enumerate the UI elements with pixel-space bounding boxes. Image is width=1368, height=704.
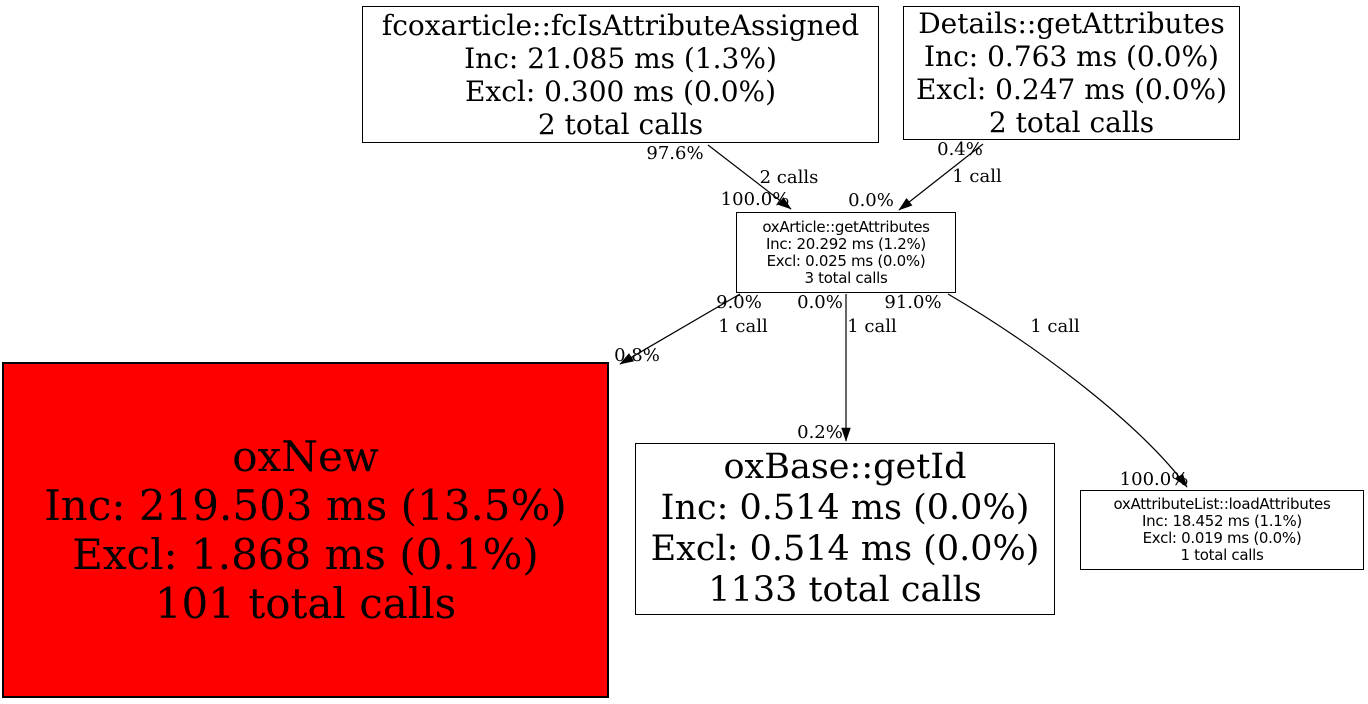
node-details-getattributes: Details::getAttributes Inc: 0.763 ms (0.… <box>903 6 1240 140</box>
edge-details-to-getattributes <box>898 143 984 211</box>
edge2-target-pct: 0.8% <box>614 345 660 366</box>
node-oxbase-getid: oxBase::getId Inc: 0.514 ms (0.0%) Excl:… <box>635 443 1055 615</box>
node-oxnew: oxNew Inc: 219.503 ms (13.5%) Excl: 1.86… <box>2 362 609 698</box>
edge1-calls: 1 call <box>952 166 1002 187</box>
node-oxarticle-getattributes: oxArticle::getAttributes Inc: 20.292 ms … <box>736 212 956 293</box>
node-inclusive: Inc: 0.514 ms (0.0%) <box>660 488 1030 528</box>
edge2-source-pct: 9.0% <box>716 292 762 313</box>
node-exclusive: Excl: 0.019 ms (0.0%) <box>1142 529 1302 547</box>
node-exclusive: Excl: 0.025 ms (0.0%) <box>766 251 926 270</box>
edge1-target-pct: 0.0% <box>848 190 894 211</box>
node-inclusive: Inc: 219.503 ms (13.5%) <box>44 481 567 530</box>
node-inclusive: Inc: 20.292 ms (1.2%) <box>766 234 926 253</box>
node-title: oxBase::getId <box>723 447 967 487</box>
edge4-target-pct: 100.0% <box>1119 469 1189 490</box>
node-title: Details::getAttributes <box>918 7 1225 40</box>
node-title: fcoxarticle::fcIsAttributeAssigned <box>381 8 860 42</box>
node-oxattributelist-loadattributes: oxAttributeList::loadAttributes Inc: 18.… <box>1080 490 1364 570</box>
node-exclusive: Excl: 0.300 ms (0.0%) <box>464 74 777 108</box>
node-calls: 3 total calls <box>804 268 888 287</box>
node-inclusive: Inc: 0.763 ms (0.0%) <box>924 40 1219 73</box>
edge-getattributes-to-oxnew <box>619 293 741 365</box>
node-exclusive: Excl: 0.247 ms (0.0%) <box>915 73 1228 106</box>
edge2-calls: 1 call <box>718 316 768 337</box>
edge-getattributes-to-loadattributes <box>947 293 1188 488</box>
node-title: oxArticle::getAttributes <box>762 217 930 236</box>
node-inclusive: Inc: 21.085 ms (1.3%) <box>464 41 777 75</box>
edge0-target-pct: 100.0% <box>720 189 790 210</box>
edge0-calls: 2 calls <box>759 167 819 188</box>
edge3-target-pct: 0.2% <box>797 422 843 443</box>
node-exclusive: Excl: 0.514 ms (0.0%) <box>650 529 1040 569</box>
node-calls: 1 total calls <box>1180 546 1264 564</box>
node-fcoxarticle-fcisattributeassigned: fcoxarticle::fcIsAttributeAssigned Inc: … <box>362 6 879 143</box>
node-calls: 1133 total calls <box>708 570 982 610</box>
edge1-source-pct: 0.4% <box>937 139 983 160</box>
edge0-source-pct: 97.6% <box>646 143 704 164</box>
node-exclusive: Excl: 1.868 ms (0.1%) <box>72 530 539 579</box>
edge4-calls: 1 call <box>1030 316 1080 337</box>
node-inclusive: Inc: 18.452 ms (1.1%) <box>1142 512 1302 530</box>
node-calls: 2 total calls <box>988 106 1155 139</box>
edge-fcisattributeassigned-to-getattributes <box>707 144 792 210</box>
node-title: oxNew <box>232 432 379 481</box>
edge4-source-pct: 91.0% <box>884 292 942 313</box>
node-calls: 2 total calls <box>537 107 704 141</box>
edge3-source-pct: 0.0% <box>797 292 843 313</box>
node-title: oxAttributeList::loadAttributes <box>1113 495 1331 513</box>
edge3-calls: 1 call <box>847 316 897 337</box>
node-calls: 101 total calls <box>154 579 457 628</box>
